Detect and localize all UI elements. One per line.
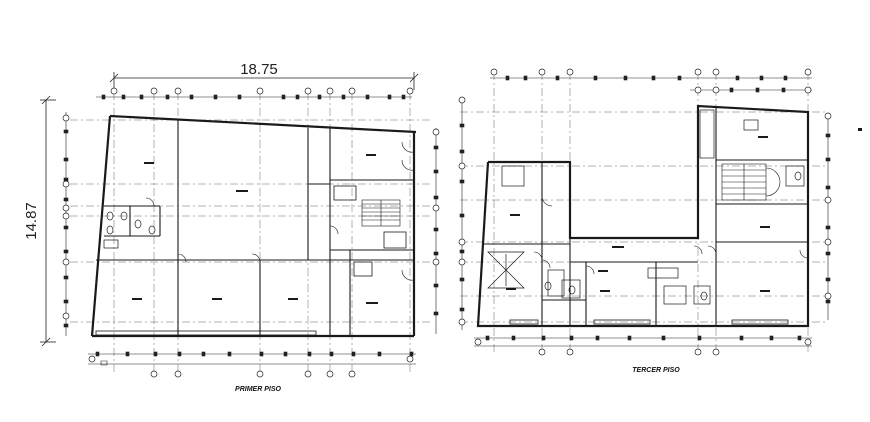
doors-tercer (533, 195, 809, 275)
north-marker-primer (100, 360, 108, 366)
stair-tercer (721, 163, 781, 201)
sheet-marker (858, 128, 862, 131)
elevator-primer (333, 185, 357, 201)
plan-title-tercer: TERCER PISO (632, 367, 680, 374)
axis-bubbles-right-tercer (824, 112, 832, 300)
kitchen-fixture-primer (383, 231, 407, 249)
room-labels-primer (132, 154, 378, 304)
axis-bubbles-left-tercer (458, 96, 466, 326)
bathroom-fixtures-primer (103, 211, 156, 249)
grid-axes-primer (70, 92, 432, 372)
exterior-walls-tercer (476, 104, 810, 328)
axis-bubbles-bottom-primer (88, 355, 414, 378)
dimension-chain-left-tercer (459, 100, 465, 330)
facade-window-strip-tercer-2 (731, 319, 789, 325)
overall-width-label: 18.75 (240, 61, 278, 78)
dimension-chain-top-primer (96, 94, 412, 100)
exterior-walls-primer (90, 114, 417, 338)
dimension-chain-left-primer (63, 112, 69, 336)
dimension-chain-right-primer (433, 128, 439, 334)
dimension-chain-right-tercer (825, 116, 831, 320)
toilet-fixtures-tercer (544, 171, 802, 301)
facade-window-strip-tercer-3 (509, 319, 539, 325)
doors-primer (145, 141, 415, 281)
overall-height-dimension (40, 95, 56, 347)
dimension-chain-bottom-primer (88, 351, 416, 365)
axis-bubbles-top-primer (110, 87, 414, 95)
interior-walls-primer (96, 120, 414, 336)
dimension-chain-top-tercer (490, 75, 812, 93)
interior-walls-tercer (482, 106, 808, 326)
sink-primer (353, 261, 373, 277)
plan-tercer-piso: TERCER PISO (458, 68, 832, 374)
fixtures-tercer (501, 109, 805, 305)
room-labels-tercer (506, 136, 770, 292)
axis-bubbles-left-primer (62, 114, 70, 320)
axis-bubbles-top-tercer (490, 68, 812, 94)
axis-bubbles-right-primer (432, 128, 440, 266)
facade-window-strip-primer (95, 330, 317, 336)
plan-title-primer: PRIMER PISO (235, 386, 281, 393)
facade-window-strip-tercer (593, 319, 651, 325)
stair-primer (361, 199, 401, 227)
overall-width-dimension (109, 72, 419, 90)
hatched-feature-tercer (487, 251, 525, 289)
plan-primer-piso: PRIMER PISO (62, 87, 440, 393)
axis-bubbles-bottom-tercer (474, 338, 812, 356)
dimension-chain-bottom-tercer (474, 335, 812, 347)
overall-height-label: 14.87 (23, 202, 40, 240)
grid-axes-tercer (460, 72, 826, 352)
